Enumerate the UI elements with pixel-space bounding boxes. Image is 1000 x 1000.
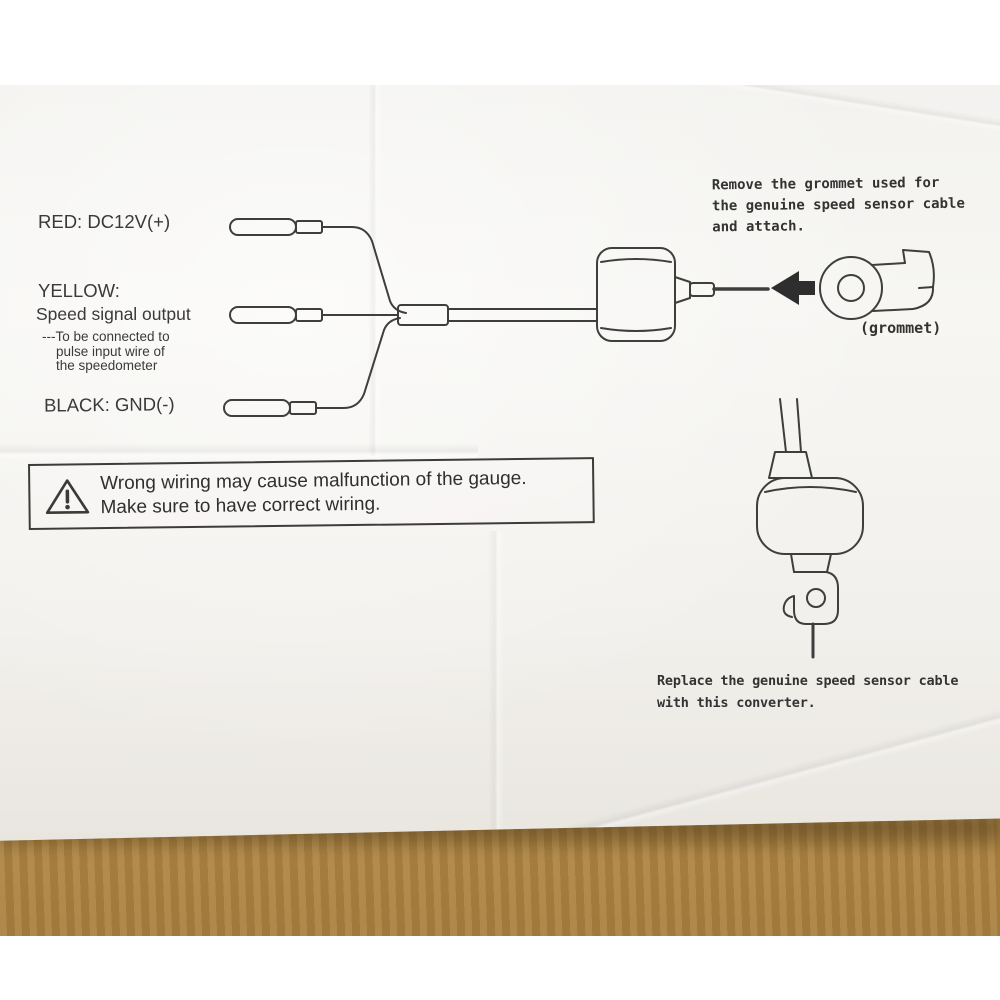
black-wire-label: BLACK: GND(-)	[43, 393, 175, 416]
warning-triangle-icon	[45, 479, 90, 515]
grommet-instruction-line1: Remove the grommet used for	[711, 174, 940, 194]
converter-instruction-line2: with this converter.	[657, 695, 816, 711]
yellow-wire-label: YELLOW:	[38, 280, 120, 301]
yellow-note-line1: ---To be connected to	[42, 329, 170, 344]
yellow-note-line3: the speedometer	[56, 358, 158, 373]
paper-crease	[629, 85, 1000, 137]
grommet-instruction-line2: the genuine speed sensor cable	[711, 195, 965, 215]
yellow-note-line2: pulse input wire of	[56, 344, 165, 359]
warning-text: Wrong wiring may cause malfunction of th…	[100, 467, 527, 520]
warning-box: Wrong wiring may cause malfunction of th…	[28, 457, 595, 530]
grommet-caption: (grommet)	[860, 319, 942, 337]
paper-crease	[0, 443, 478, 461]
grommet-instruction: Remove the grommet used for the genuine …	[712, 173, 966, 239]
converter-instruction: Replace the genuine speed sensor cable w…	[657, 670, 958, 714]
warning-line2: Make sure to have correct wiring.	[100, 493, 381, 519]
grommet-instruction-line3: and attach.	[712, 218, 806, 236]
converter-instruction-line1: Replace the genuine speed sensor cable	[657, 673, 959, 689]
yellow-signal-label: Speed signal output	[36, 304, 191, 324]
red-wire-label: RED: DC12V(+)	[38, 211, 171, 232]
paper-crease	[368, 85, 382, 456]
paper-crease	[488, 531, 504, 839]
